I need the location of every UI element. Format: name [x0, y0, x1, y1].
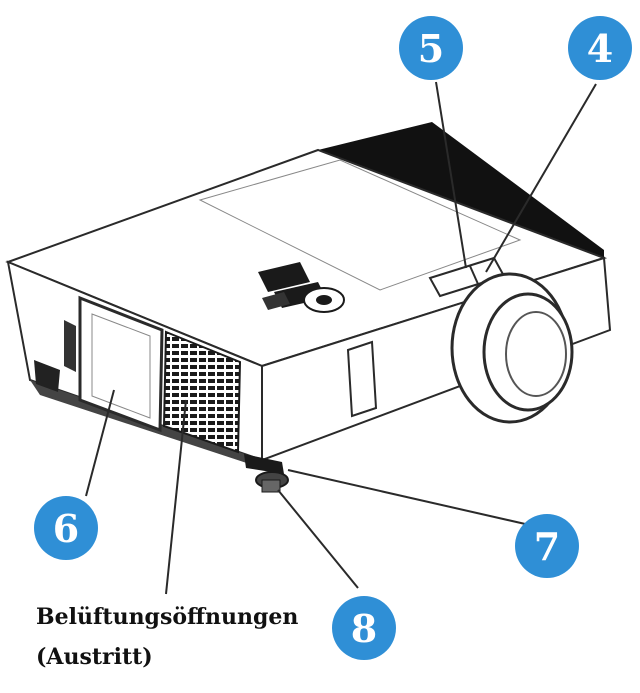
left-rib: [64, 320, 76, 372]
callout-4-label: 4: [587, 26, 613, 71]
callout-7-label: 7: [534, 524, 560, 569]
callout-5: 5: [399, 16, 463, 80]
callout-7: 7: [515, 514, 579, 578]
callout-8: 8: [332, 596, 396, 660]
callout-6: 6: [34, 496, 98, 560]
callout-5-label: 5: [418, 26, 444, 71]
leader-7: [288, 470, 534, 526]
elevator-foot: [244, 454, 288, 492]
vent-caption-line2: (Austritt): [36, 644, 153, 670]
side-slot: [348, 342, 376, 416]
callout-8-label: 8: [351, 606, 377, 651]
callout-6-label: 6: [53, 506, 79, 551]
vent-caption-line1: Belüftungsöffnungen: [36, 604, 298, 630]
leader-8: [278, 490, 358, 588]
callout-4: 4: [568, 16, 632, 80]
